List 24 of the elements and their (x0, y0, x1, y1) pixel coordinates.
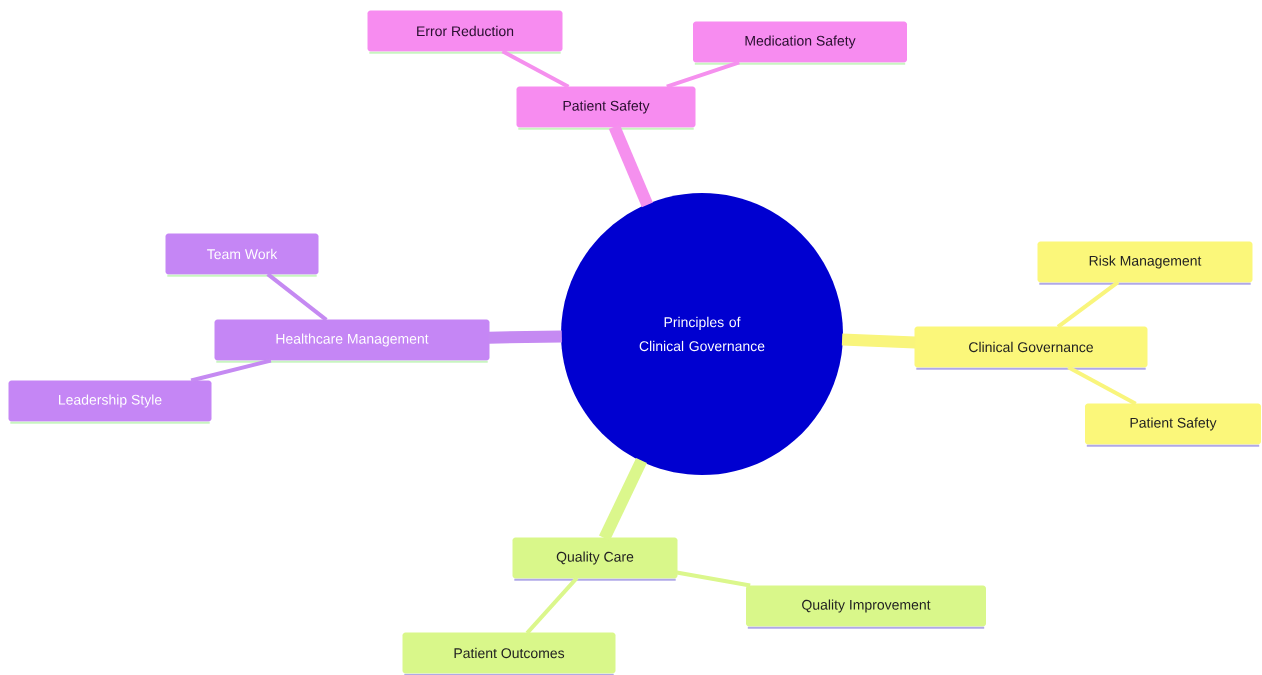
branch-line (676, 570, 751, 588)
topic-box: Risk Management (1037, 241, 1253, 285)
topic-box: Clinical Governance (914, 326, 1148, 370)
branch-line (488, 330, 562, 344)
branch-line (501, 49, 570, 89)
topic-box: Healthcare Management (214, 319, 490, 363)
branch-line (666, 60, 740, 89)
branch-line (1056, 280, 1120, 329)
topic-box: Patient Safety (1085, 403, 1261, 447)
branch-line (841, 333, 916, 349)
topic-box: Quality Care (512, 537, 678, 581)
topic-box: Error Reduction (367, 10, 563, 54)
topic-box: Leadership Style (8, 380, 212, 424)
branch-line (1067, 365, 1137, 406)
topic-box: Patient Safety (516, 86, 696, 130)
branch-line (525, 576, 579, 635)
branch-line (266, 272, 328, 322)
branch-line (599, 457, 647, 541)
topic-box: Patient Outcomes (402, 632, 616, 675)
topic-box: Medication Safety (693, 21, 907, 65)
topic-box: Team Work (165, 233, 319, 277)
topic-box: Quality Improvement (746, 585, 986, 629)
branch-line (190, 358, 272, 383)
branch-line (608, 124, 653, 208)
